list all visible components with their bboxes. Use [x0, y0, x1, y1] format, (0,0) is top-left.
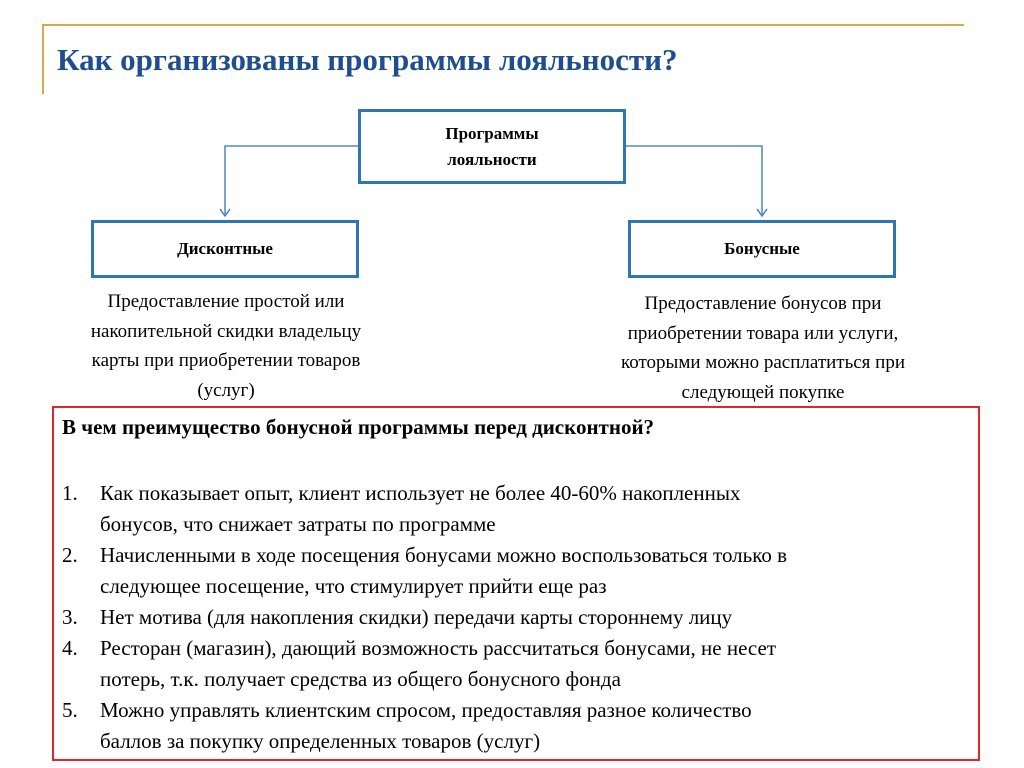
- bonus-description: Предоставление бонусов при приобретении …: [578, 289, 948, 407]
- title-frame-left-line: [42, 24, 44, 94]
- slide-title: Как организованы программы лояльности?: [57, 42, 678, 77]
- loyalty-programs-label-line1: Программы: [445, 123, 539, 143]
- advantage-text-line: бонусов, что снижает затраты по программ…: [100, 512, 496, 536]
- advantage-number: 1.: [62, 481, 78, 505]
- advantage-text-line: Можно управлять клиентским спросом, пред…: [100, 698, 752, 722]
- advantage-number: 5.: [62, 698, 78, 722]
- bonus-label: Бонусные: [724, 239, 800, 258]
- bonus-description-line: которыми можно расплатиться при: [620, 352, 906, 373]
- discount-box: Дисконтные: [91, 220, 359, 278]
- advantage-item-4: 4. Ресторан (магазин), дающий возможност…: [62, 633, 967, 695]
- advantage-text-line: баллов за покупку определенных товаров (…: [100, 729, 541, 753]
- advantage-number: 4.: [62, 636, 78, 660]
- advantage-text-line: Как показывает опыт, клиент использует н…: [100, 481, 741, 505]
- discount-description-line: накопительной скидки владельцу: [90, 320, 362, 342]
- bonus-box: Бонусные: [628, 220, 896, 278]
- advantage-text-line: Ресторан (магазин), дающий возможность р…: [100, 636, 777, 660]
- advantage-text-line: потерь, т.к. получает средства из общего…: [100, 667, 621, 691]
- advantage-number: 2.: [62, 543, 78, 567]
- loyalty-programs-box: Программы лояльности: [358, 109, 626, 184]
- advantage-text-line: Нет мотива (для накопления скидки) перед…: [100, 605, 733, 629]
- bonus-description-line: Предоставление бонусов при: [644, 293, 882, 314]
- title-frame-top-line: [42, 24, 964, 26]
- advantages-heading: В чем преимущество бонусной программы пе…: [62, 415, 655, 439]
- bonus-description-line: приобретении товара или услуги,: [627, 322, 899, 344]
- advantage-number: 3.: [62, 605, 78, 629]
- connector-to-bonus: [626, 145, 763, 214]
- bonus-description-line: следующей покупке: [681, 381, 845, 403]
- connector-to-discount: [224, 145, 358, 214]
- loyalty-programs-label-line2: лояльности: [447, 149, 537, 169]
- discount-label: Дисконтные: [177, 239, 273, 258]
- advantage-text-line: Начисленными в ходе посещения бонусами м…: [100, 543, 788, 567]
- connector-arrowhead-discount: [219, 208, 231, 218]
- advantage-item-1: 1. Как показывает опыт, клиент используе…: [62, 478, 967, 540]
- discount-description: Предоставление простой или накопительной…: [40, 287, 412, 405]
- advantage-item-2: 2. Начисленными в ходе посещения бонусам…: [62, 540, 967, 602]
- advantages-list: 1. Как показывает опыт, клиент используе…: [62, 478, 967, 757]
- advantage-text-line: следующее посещение, что стимулирует при…: [100, 574, 607, 598]
- discount-description-line: (услуг): [197, 379, 255, 401]
- advantages-highlight-frame: [52, 406, 980, 761]
- connector-arrowhead-bonus: [756, 208, 768, 218]
- advantage-item-5: 5. Можно управлять клиентским спросом, п…: [62, 695, 967, 757]
- discount-description-line: карты при приобретении товаров: [91, 350, 361, 371]
- discount-description-line: Предоставление простой или: [107, 291, 345, 312]
- advantage-item-3: 3. Нет мотива (для накопления скидки) пе…: [62, 602, 967, 633]
